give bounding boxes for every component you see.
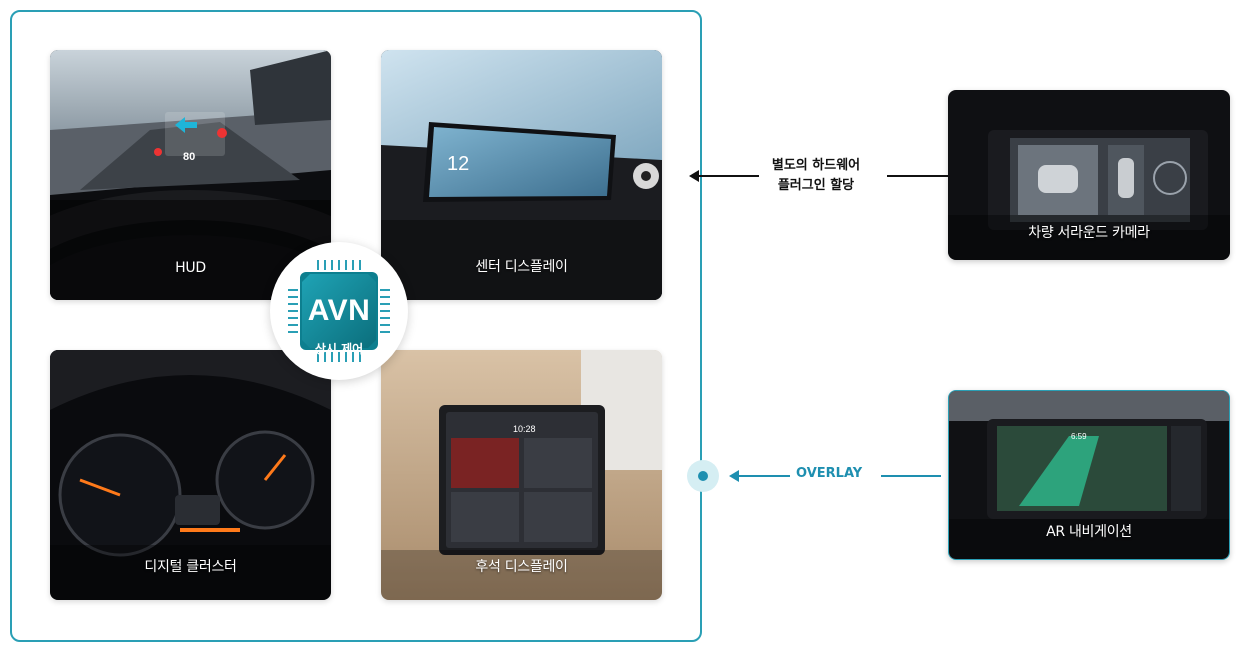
ar-label: AR 내비게이션 — [1046, 524, 1132, 540]
plugin-label: 별도의 하드웨어 플러그인 할당 — [760, 156, 872, 196]
rear-time: 10:28 — [513, 424, 536, 434]
overlay-label: OVERLAY — [796, 466, 863, 481]
avn-subtitle: 상시 제어 — [314, 342, 364, 356]
card-surround-camera[interactable]: 차량 서라운드 카메라 — [948, 90, 1230, 260]
ar-time: 6:59 — [1071, 432, 1087, 441]
card-ar-navigation[interactable]: 6:59 AR 내비게이션 — [948, 390, 1230, 560]
camera-label: 차량 서라운드 카메라 — [1028, 225, 1150, 241]
rear-display-image: 10:28 — [381, 350, 662, 600]
tile-hud-label: HUD — [175, 260, 206, 276]
tile-digital-cluster[interactable]: 디지털 클러스터 — [50, 350, 331, 600]
tile-rear-label: 후석 디스플레이 — [475, 559, 568, 575]
hud-image: 80 — [50, 50, 331, 300]
overlay-connector — [687, 460, 941, 492]
avn-chip: AVN 상시 제어 — [270, 242, 408, 380]
ar-image: 6:59 — [949, 391, 1229, 559]
plugin-line1: 별도의 하드웨어 — [771, 158, 861, 173]
tile-center-display[interactable]: 12 센터 디스플레이 — [381, 50, 662, 300]
plugin-line2: 플러그인 할당 — [777, 178, 855, 193]
avn-title: AVN — [307, 294, 371, 327]
center-temp: 12 — [447, 153, 469, 175]
camera-image — [948, 90, 1230, 260]
tile-hud[interactable]: 80 HUD — [50, 50, 331, 300]
tile-rear-display[interactable]: 10:28 후석 디스플레이 — [381, 350, 662, 600]
chip-icon — [288, 260, 390, 362]
tile-center-label: 센터 디스플레이 — [475, 259, 568, 275]
center-display-image: 12 — [381, 50, 662, 300]
plugin-connector — [689, 170, 950, 182]
hud-speed: 80 — [183, 151, 195, 163]
tile-cluster-label: 디지털 클러스터 — [144, 559, 237, 575]
cluster-image — [50, 350, 331, 600]
